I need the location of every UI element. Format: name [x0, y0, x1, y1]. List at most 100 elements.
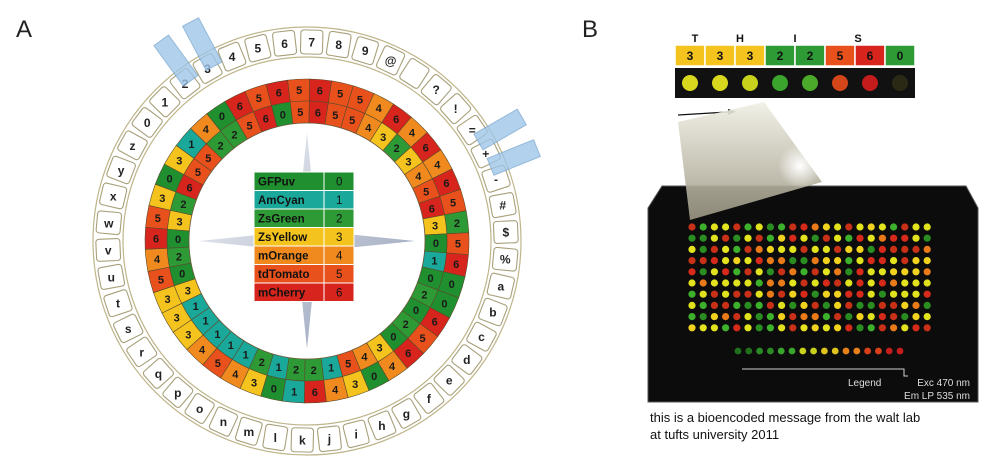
- alphabet-cell: #: [488, 192, 517, 219]
- plate-well: [789, 234, 797, 242]
- plate-well: [834, 324, 842, 332]
- legend-code: 0: [336, 177, 342, 189]
- plate-well: [856, 324, 864, 332]
- outer-code-cell-digit: 6: [423, 143, 429, 155]
- outer-code-cell-digit: 5: [215, 358, 221, 370]
- alphabet-cell-box: [375, 45, 406, 76]
- plate-well: [912, 290, 920, 298]
- plate-well: [912, 313, 920, 321]
- alphabet-char: j: [327, 432, 331, 446]
- outer-code-cell-digit: 5: [357, 95, 363, 107]
- alphabet-char: l: [274, 431, 277, 445]
- alphabet-cell-box: [95, 210, 123, 236]
- alphabet-cell-box: [486, 272, 515, 300]
- alphabet-cell-box: [126, 336, 158, 368]
- plate-well: [878, 324, 886, 332]
- header-dot-strip: [675, 68, 915, 116]
- alphabet-cell: o: [184, 393, 215, 424]
- alphabet-cell-box: [184, 393, 215, 424]
- plate-well: [688, 279, 696, 287]
- plate-well: [856, 223, 864, 231]
- outer-code-cell-digit: 5: [455, 239, 461, 251]
- inner-code-cell-digit: 4: [365, 122, 372, 134]
- alphabet-cell-box: [420, 74, 452, 106]
- plate-well: [834, 279, 842, 287]
- plate-well: [800, 324, 808, 332]
- plate-well: [923, 234, 931, 242]
- reading-slots: [153, 17, 541, 176]
- alphabet-char: f: [427, 392, 432, 406]
- inner-code-cell-digit: 3: [380, 132, 386, 144]
- plate-well: [710, 324, 718, 332]
- plate-well: [878, 279, 886, 287]
- plate-well: [710, 279, 718, 287]
- alphabet-char: x: [110, 189, 117, 203]
- plate-well: [856, 234, 864, 242]
- plate-well: [890, 245, 898, 253]
- plate-well: [845, 301, 853, 309]
- alphabet-cell: !: [439, 93, 472, 125]
- header-code-cell: 3: [704, 44, 736, 67]
- legend-code: 5: [336, 269, 342, 281]
- alphabet-cell-box: [149, 86, 181, 118]
- plate-well: [699, 223, 707, 231]
- header-code-digit: 2: [777, 49, 784, 63]
- plate-well: [688, 245, 696, 253]
- inner-code-cell-digit: 2: [180, 199, 186, 211]
- alphabet-char: q: [155, 367, 162, 381]
- inner-code-cell-digit: 0: [280, 109, 286, 121]
- plate-well: [923, 313, 931, 321]
- outer-code-cell-digit: 3: [352, 379, 358, 391]
- legend-code: 2: [336, 214, 342, 226]
- outer-code-cell-digit: 6: [153, 233, 159, 245]
- alphabet-cell-box: [106, 155, 136, 185]
- plate-well: [722, 279, 730, 287]
- legend-well: [885, 347, 893, 355]
- plate-well: [811, 245, 819, 253]
- alphabet-char: $: [502, 226, 509, 240]
- plate-well: [845, 279, 853, 287]
- inner-code-cell-digit: 1: [203, 316, 209, 328]
- plate-well: [878, 290, 886, 298]
- alphabet-cell-box: [316, 425, 342, 453]
- plate-well: [923, 290, 931, 298]
- inner-code-cell-digit: 6: [315, 107, 321, 119]
- plate-well: [811, 279, 819, 287]
- alphabet-cell-box: [97, 263, 126, 290]
- plate-well: [890, 279, 898, 287]
- plate-well: [811, 268, 819, 276]
- plate-well: [722, 324, 730, 332]
- outer-code-cell-digit: 0: [219, 111, 225, 123]
- outer-code-cell-digit: 0: [449, 279, 455, 291]
- legend-code-cell: [323, 282, 355, 302]
- plate-well: [845, 234, 853, 242]
- plate-well: [778, 234, 786, 242]
- plate-well: [778, 257, 786, 265]
- plate-well: [834, 257, 842, 265]
- plate-well: [744, 257, 752, 265]
- alphabet-cell-box: [131, 107, 163, 138]
- plate-well: [722, 245, 730, 253]
- outer-code-cell-digit: 3: [251, 377, 257, 389]
- plate-well: [811, 301, 819, 309]
- alphabet-cell-box: [103, 289, 133, 318]
- plate-well: [722, 257, 730, 265]
- outer-code-cell-digit: 3: [174, 312, 180, 324]
- outer-code-cell-digit: 5: [419, 333, 425, 345]
- alphabet-char: m: [243, 425, 254, 439]
- alphabet-cell: 4: [217, 41, 247, 72]
- plate-well: [834, 301, 842, 309]
- plate-well: [699, 279, 707, 287]
- outer-code-cell-digit: 6: [317, 86, 323, 98]
- alphabet-cell: h: [367, 410, 397, 441]
- plate-well: [789, 313, 797, 321]
- plate-well: [755, 301, 763, 309]
- inner-code-cell: 2: [304, 357, 325, 382]
- plate-well: [867, 290, 875, 298]
- alphabet-char: c: [478, 330, 485, 344]
- plate-well: [901, 257, 909, 265]
- header-dot: [772, 75, 788, 91]
- outer-code-cell-digit: 6: [237, 101, 243, 113]
